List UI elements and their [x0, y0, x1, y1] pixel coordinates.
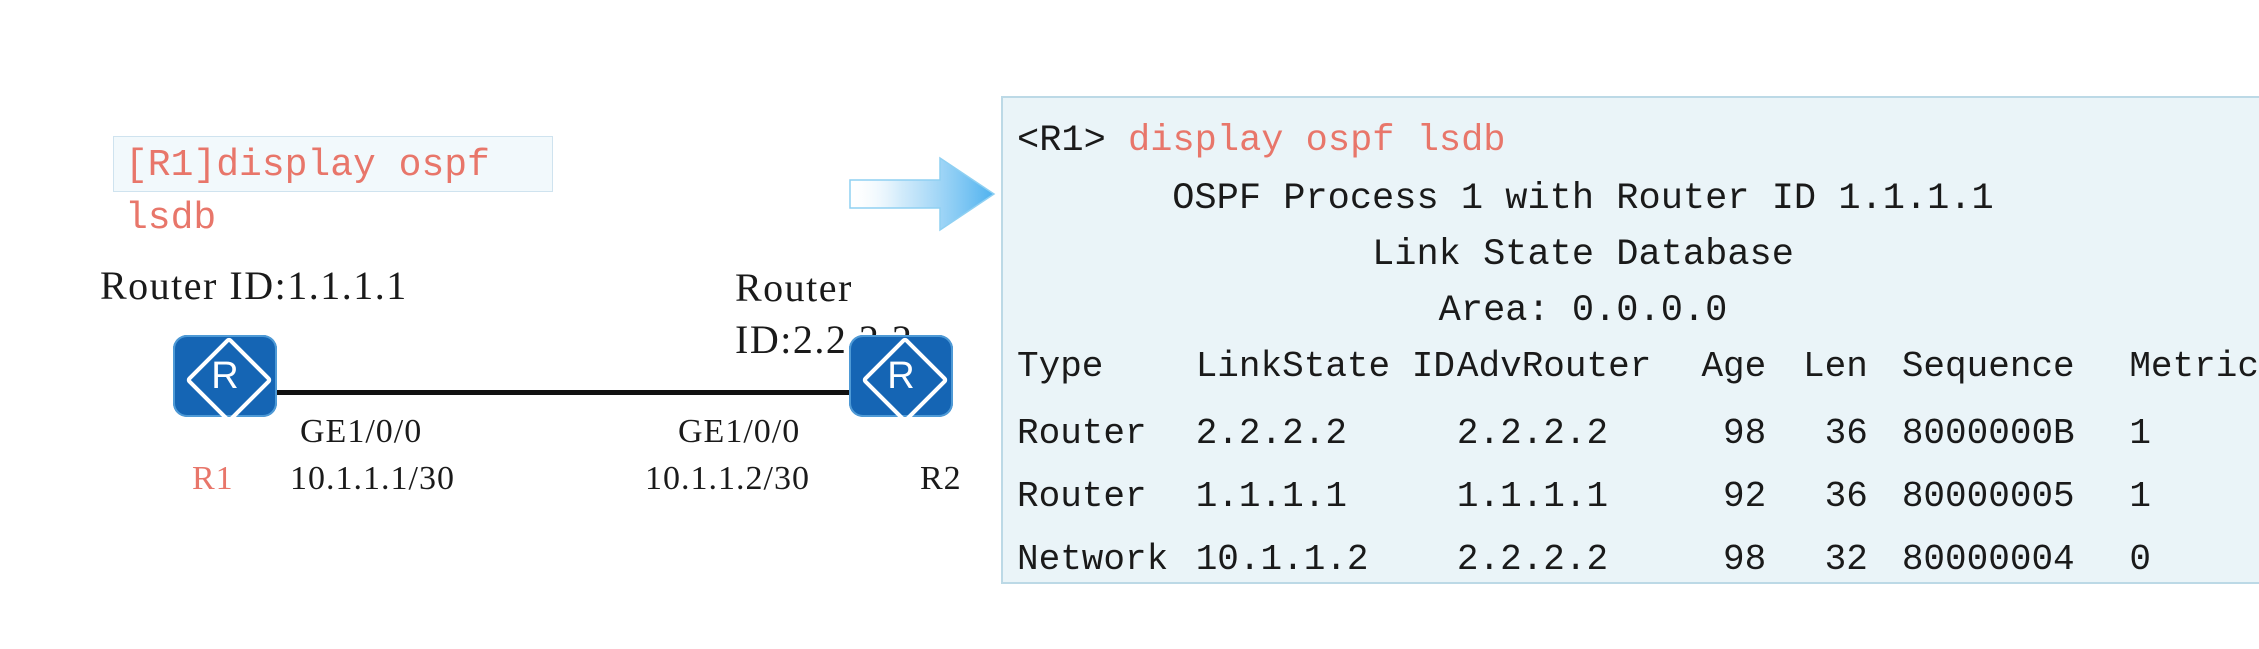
router-icon-r2: R	[849, 335, 953, 424]
terminal-command-text: display ospf lsdb	[1128, 120, 1506, 162]
cell-len: 32	[1824, 539, 1868, 580]
column-header-type: Type	[1017, 346, 1104, 387]
column-header-sequence: Sequence	[1901, 346, 2075, 387]
router-name-r1: R1	[192, 460, 234, 497]
router-icon-r1: R	[173, 335, 277, 424]
command-callout-line-1: [R1]display ospf	[125, 144, 490, 187]
cell-len: 36	[1824, 413, 1868, 454]
cell-len: 36	[1824, 476, 1868, 517]
cell-type: Network	[1017, 539, 1169, 580]
cell-sequence: 80000005	[1901, 476, 2075, 517]
cell-linkstate-id: 10.1.1.2	[1195, 539, 1369, 580]
router-name-r2: R2	[920, 460, 962, 497]
column-header-advrouter: AdvRouter	[1456, 346, 1652, 387]
cell-advrouter: 2.2.2.2	[1456, 413, 1609, 454]
cell-linkstate-id: 2.2.2.2	[1195, 413, 1347, 454]
column-header-linkstate-id: LinkState ID	[1195, 346, 1455, 387]
interface-label-r2: GE1/0/0	[678, 413, 801, 450]
table-header-row: Type LinkState ID AdvRouter Age Len Sequ…	[1017, 346, 2259, 413]
ospf-process-header: OSPF Process 1 with Router ID 1.1.1.1	[1172, 178, 1994, 220]
terminal-prompt: <R1>	[1017, 120, 1106, 162]
link-connection-line	[277, 390, 849, 395]
column-header-metric: Metric	[2129, 346, 2259, 387]
cell-advrouter: 2.2.2.2	[1456, 539, 1609, 580]
cell-age: 98	[1723, 539, 1767, 580]
lsdb-table: Type LinkState ID AdvRouter Age Len Sequ…	[1017, 346, 2259, 602]
cell-age: 92	[1723, 476, 1767, 517]
network-topology-diagram: [R1]display ospf lsdb Router ID:1.1.1.1 …	[0, 0, 1000, 649]
terminal-command-line: <R1> display ospf lsdb	[1017, 120, 1506, 162]
cell-linkstate-id: 1.1.1.1	[1195, 476, 1347, 517]
right-arrow-icon	[849, 156, 996, 232]
link-state-database-header: Link State Database	[1372, 234, 1794, 276]
column-header-age: Age	[1701, 346, 1767, 387]
column-header-len: Len	[1803, 346, 1868, 387]
router-icon-letter: R	[887, 354, 915, 397]
area-header: Area: 0.0.0.0	[1438, 290, 1728, 332]
table-row: Router 2.2.2.2 2.2.2.2 98 36 8000000B 1	[1017, 413, 2259, 476]
ip-address-label-r1: 10.1.1.1/30	[290, 460, 455, 497]
cell-metric: 1	[2129, 476, 2151, 517]
lsdb-table-body: Router 2.2.2.2 2.2.2.2 98 36 8000000B 1 …	[1017, 413, 2259, 602]
interface-label-r1: GE1/0/0	[300, 413, 423, 450]
cell-metric: 0	[2129, 539, 2151, 580]
router-icon-letter: R	[211, 354, 239, 397]
cell-age: 98	[1723, 413, 1767, 454]
router-id-label-r1: Router ID:1.1.1.1	[100, 263, 408, 308]
cell-metric: 1	[2129, 413, 2151, 454]
cell-type: Router	[1017, 413, 1147, 454]
table-row: Network 10.1.1.2 2.2.2.2 98 32 80000004 …	[1017, 539, 2259, 602]
command-callout-line-2: lsdb	[125, 197, 217, 240]
cell-sequence: 80000004	[1901, 539, 2075, 580]
cell-sequence: 8000000B	[1901, 413, 2075, 454]
command-callout-box	[113, 136, 553, 192]
cell-advrouter: 1.1.1.1	[1456, 476, 1609, 517]
cell-type: Router	[1017, 476, 1147, 517]
terminal-output-panel: <R1> display ospf lsdb OSPF Process 1 wi…	[1001, 96, 2259, 584]
table-row: Router 1.1.1.1 1.1.1.1 92 36 80000005 1	[1017, 476, 2259, 539]
ip-address-label-r2: 10.1.1.2/30	[645, 460, 810, 497]
